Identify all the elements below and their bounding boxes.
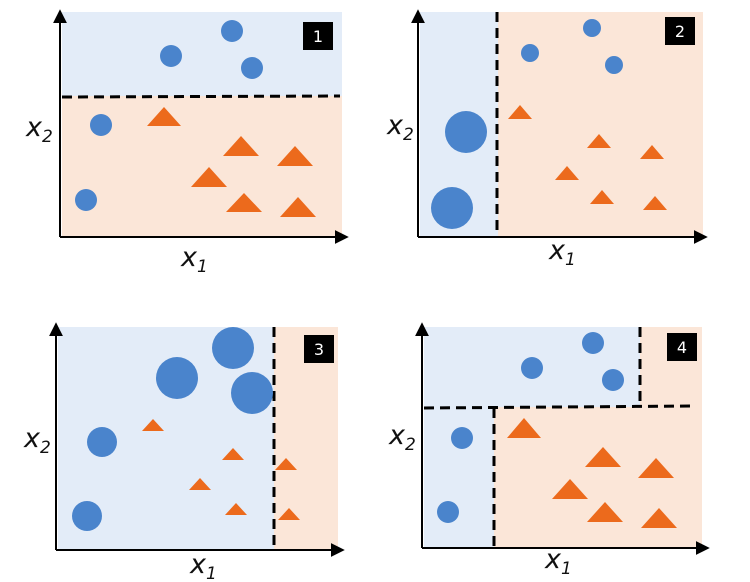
orange-triangle — [585, 447, 621, 467]
y-axis-label: x2 — [25, 112, 53, 147]
blue-point — [221, 20, 243, 42]
panel-3: 3 x2 x1 — [23, 322, 345, 582]
orange-triangle — [189, 478, 211, 490]
panel-2: 2 x2 x1 — [386, 9, 708, 270]
panel-badge-label: 2 — [675, 22, 685, 41]
panel-badge-label: 3 — [314, 340, 324, 359]
orange-triangle — [225, 503, 247, 515]
panel-1: 1 x2 x1 — [25, 9, 349, 277]
orange-triangle — [275, 458, 297, 470]
y-axis-label: x2 — [386, 110, 414, 145]
blue-point — [431, 187, 473, 229]
orange-triangle — [587, 502, 623, 522]
blue-point — [451, 427, 473, 449]
blue-point — [87, 427, 117, 457]
orange-triangle — [590, 190, 614, 204]
orange-triangle — [277, 146, 313, 166]
panel-badge — [667, 333, 697, 361]
orange-triangle — [226, 193, 262, 212]
y-axis-label: x2 — [23, 423, 51, 458]
panel-badge-label: 4 — [677, 338, 687, 357]
blue-point — [445, 111, 487, 153]
orange-triangle — [508, 105, 532, 119]
blue-point — [582, 332, 604, 354]
orange-triangle — [552, 479, 588, 499]
orange-triangle — [147, 107, 181, 126]
decision-boundary — [61, 94, 341, 99]
orange-triangle — [223, 136, 259, 156]
x-axis-label: x1 — [180, 242, 208, 277]
blue-point — [90, 114, 112, 136]
blue-point — [602, 369, 624, 391]
orange-triangle — [643, 196, 667, 210]
orange-region — [274, 327, 338, 549]
blue-point — [583, 19, 601, 37]
orange-triangle — [587, 134, 611, 148]
orange-triangle — [280, 197, 316, 217]
blue-region — [62, 12, 342, 96]
orange-triangle — [191, 167, 227, 187]
blue-point — [212, 327, 254, 369]
orange-triangle — [142, 419, 164, 431]
orange-triangle — [278, 508, 300, 520]
blue-point — [75, 189, 97, 211]
panel-badge — [304, 335, 334, 363]
panel-4: 4 x2 x1 — [388, 322, 710, 579]
decision-boundary — [423, 404, 695, 410]
x-axis-label: x1 — [544, 544, 572, 579]
orange-triangle — [507, 418, 541, 438]
orange-triangle — [638, 458, 674, 478]
blue-point — [521, 44, 539, 62]
blue-point — [156, 357, 198, 399]
orange-triangle — [555, 166, 579, 180]
x-axis-label: x1 — [189, 549, 217, 582]
y-axis-label: x2 — [388, 420, 416, 455]
blue-point — [231, 372, 273, 414]
blue-point — [437, 501, 459, 523]
blue-point — [160, 45, 182, 67]
x-axis-label: x1 — [548, 235, 576, 270]
blue-point — [521, 357, 543, 379]
blue-point — [605, 56, 623, 74]
panel-badge — [303, 22, 333, 50]
orange-triangle — [222, 448, 244, 460]
blue-point — [72, 501, 102, 531]
orange-triangle — [641, 508, 677, 528]
panel-badge-label: 1 — [313, 27, 323, 46]
orange-triangle — [640, 145, 664, 159]
blue-point — [241, 57, 263, 79]
panel-badge — [665, 17, 695, 45]
